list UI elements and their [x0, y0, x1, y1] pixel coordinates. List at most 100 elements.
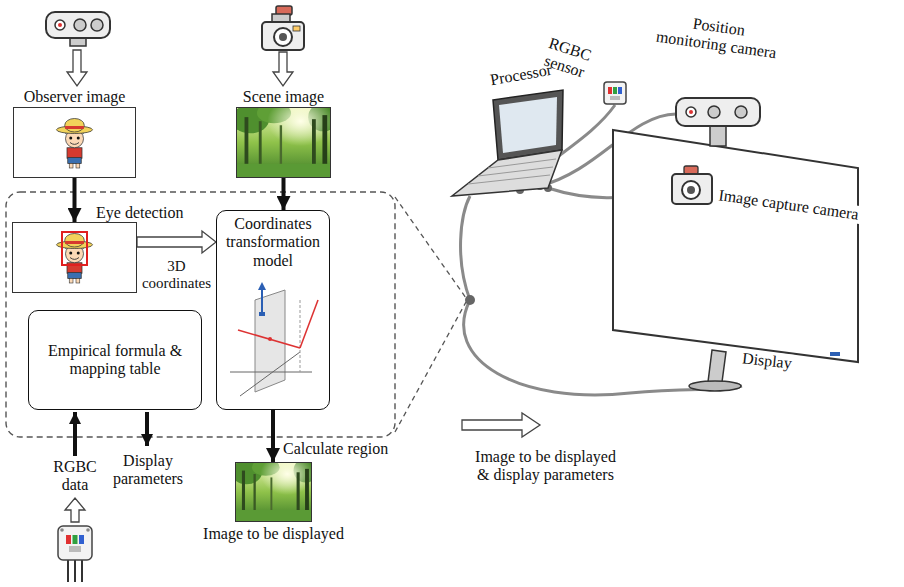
observer-picture: [57, 119, 93, 169]
signal-label: Display parameters: [108, 452, 188, 489]
connection-wires: [461, 196, 470, 300]
rgbc-sensor-icon: [604, 82, 626, 104]
laptop-processor: [452, 90, 563, 196]
observer-depth-camera: [74, 19, 86, 31]
coordinate-model-figure: [300, 300, 318, 348]
scene-image: Scene image: [236, 107, 331, 178]
position-monitoring-camera-icon: [708, 106, 720, 118]
edge-label: Calculate region: [283, 440, 388, 458]
part-label: Position monitoring camera: [653, 9, 782, 63]
image-capture-camera-icon: [684, 166, 698, 174]
position-monitoring-camera-icon: [686, 107, 696, 117]
coordinate-model-figure: [238, 330, 300, 348]
display-monitor: [613, 130, 858, 391]
laptop-processor: [478, 167, 553, 176]
rgbc-sensor-icon: [610, 96, 620, 100]
observer-depth-camera: [70, 38, 86, 46]
rgbc-sensor-icon: [58, 526, 92, 582]
position-monitoring-camera-icon: [735, 106, 747, 118]
edge-label: 3D coordinates: [140, 258, 214, 293]
box-text: Empirical formula & mapping table: [48, 342, 183, 379]
rgbc-sensor-icon: [74, 560, 76, 582]
eye-detection-picture: [57, 232, 93, 283]
rgbc-sensor-icon: [66, 535, 71, 544]
observer-picture: [57, 119, 93, 169]
hollow-arrow: [65, 498, 85, 522]
eye-detection-image: Eye detection: [12, 222, 137, 293]
scene-camera: [293, 26, 300, 31]
coordinate-model-figure: [268, 337, 272, 341]
position-monitoring-camera-icon: [689, 110, 693, 114]
coordinate-model-figure: [255, 290, 285, 392]
observer-depth-camera: [46, 12, 110, 46]
rgbc-sensor-icon: [608, 87, 612, 94]
display-monitor: [613, 130, 858, 362]
rgbc-sensor-icon: [81, 560, 83, 582]
display-monitor: [830, 352, 840, 356]
output-image: Image to be displayed: [235, 462, 312, 522]
hollow-arrow: [462, 413, 540, 437]
coordinate-model-figure: [240, 352, 300, 396]
position-monitoring-camera-icon: [676, 98, 760, 146]
display-parameters-arrow: [145, 412, 149, 446]
part-label: Display: [739, 349, 794, 373]
rgbc-data-arrow: [73, 412, 77, 456]
hollow-arrow: [273, 52, 293, 86]
display-monitor: [708, 350, 726, 382]
display-monitor: [689, 381, 741, 391]
rgbc-sensor-icon: [618, 87, 622, 94]
image-capture-camera-icon: [682, 181, 700, 199]
image-capture-camera-icon: [672, 174, 712, 204]
arrow-connector: [271, 410, 275, 462]
position-monitoring-camera-icon: [676, 98, 760, 126]
coordinate-model-figure: [258, 282, 266, 290]
image-caption: Eye detection: [96, 204, 184, 222]
arrow-connector: [282, 178, 286, 210]
observer-depth-camera: [58, 23, 62, 27]
image-caption: Observer image: [24, 88, 126, 106]
scene-camera: [262, 22, 304, 50]
scene-picture: [231, 103, 338, 178]
connection-wires: [395, 302, 466, 432]
rgbc-sensor-icon: [73, 535, 78, 544]
laptop-processor: [493, 90, 563, 160]
scene-picture: [231, 103, 338, 178]
box-text: Coordinates transformation model: [217, 211, 329, 270]
observer-depth-camera: [55, 20, 65, 30]
image-capture-camera-icon: [687, 186, 695, 194]
process-box: Empirical formula & mapping table: [28, 310, 202, 410]
laptop-processor: [488, 159, 556, 168]
rgbc-sensor-icon: [67, 560, 69, 582]
scene-camera: [279, 33, 287, 41]
rgbc-sensor-icon: [60, 528, 64, 532]
rgbc-sensor-icon: [69, 546, 81, 552]
hollow-arrow-connector: [137, 231, 216, 253]
output-label: Image to be displayed & display paramete…: [468, 448, 623, 485]
observer-depth-camera: [91, 19, 103, 31]
laptop-processor: [499, 97, 557, 153]
image-capture-camera-icon: [672, 166, 712, 204]
image-caption: Image to be displayed: [203, 525, 344, 543]
arrow-connector: [73, 178, 77, 222]
rgbc-sensor-icon: [58, 526, 92, 560]
hollow-arrow: [67, 50, 87, 86]
laptop-processor: [452, 150, 562, 196]
coordinate-model-figure: [300, 300, 301, 372]
observer-image: Observer image: [13, 107, 136, 178]
laptop-processor: [468, 175, 550, 184]
signal-label: RGBC data: [44, 458, 106, 495]
position-monitoring-camera-icon: [710, 126, 726, 146]
image-caption: Scene image: [243, 88, 324, 106]
observer-depth-camera: [46, 12, 110, 38]
scene-camera: [274, 28, 292, 46]
part-label: Image capture camera: [715, 186, 861, 224]
rgbc-sensor-icon: [613, 87, 617, 94]
scene-camera: [262, 6, 304, 50]
coordinate-model-figure: [259, 312, 265, 316]
coordinate-model-figure: [230, 282, 318, 396]
rgbc-sensor-icon: [79, 535, 84, 544]
rgbc-sensor-icon: [86, 528, 90, 532]
